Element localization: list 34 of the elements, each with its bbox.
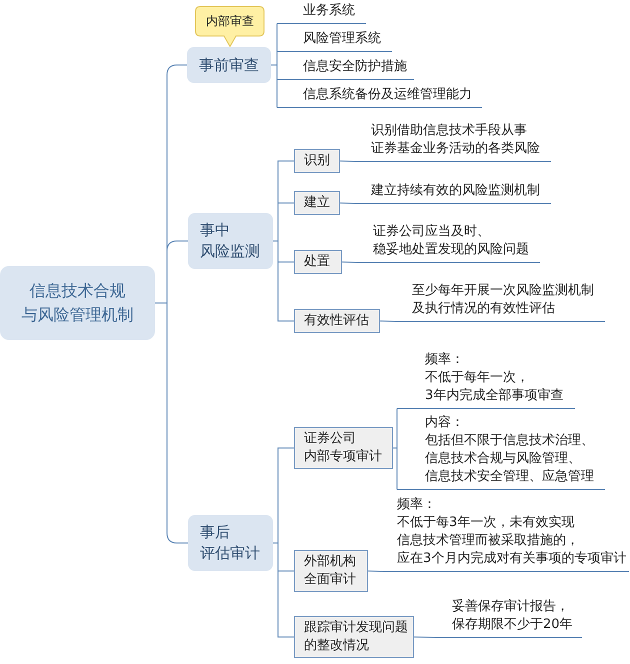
connector-line xyxy=(272,240,294,322)
connector-line xyxy=(154,302,188,544)
leaf-topic: 信息系统备份及运维管理能力 xyxy=(277,86,482,108)
subtopic-box: 有效性评估 xyxy=(294,309,380,333)
leaf-topic: 信息安全防护措施 xyxy=(277,58,414,80)
leaf-topic: 频率：不低于每3年一次，未有效实现信息技术管理而被采取措施的，应在3个月内完成对有关事项的专项审计 xyxy=(383,496,629,572)
leaf-topic: 至少每年开展一次风险监测机制及执行情况的有效性评估 xyxy=(396,282,605,322)
connector-line xyxy=(340,202,356,204)
connector-line xyxy=(380,320,396,322)
leaf-topic: 识别借助信息技术手段从事证券基金业务活动的各类风险 xyxy=(355,122,551,162)
leaf-topic: 证券公司应当及时、稳妥地处置发现的风险问题 xyxy=(357,223,540,263)
leaf-topic: 妥善保存审计报告，保存期限不少于20年 xyxy=(436,598,582,638)
subtopic-box: 建立 xyxy=(294,191,340,215)
connector-line xyxy=(272,542,294,638)
connector-line xyxy=(340,160,356,162)
subtopic-box: 处置 xyxy=(294,250,342,274)
leaf-topic: 内容：包括但不限于信息技术治理、信息技术合规与风险管理、信息技术安全管理、应急管理 xyxy=(397,414,605,490)
leaf-topic: 风险管理系统 xyxy=(277,30,392,52)
subtopic-box: 外部机构全面审计 xyxy=(294,550,368,592)
branch-topic: 事中风险监测 xyxy=(188,213,273,269)
branch-topic: 事前审查 xyxy=(187,47,271,83)
subtopic-box: 识别 xyxy=(294,149,340,173)
callout-note: 内部审查 xyxy=(195,6,265,47)
leaf-topic: 建立持续有效的风险监测机制 xyxy=(355,182,551,204)
connector-line xyxy=(270,64,278,108)
subtopic-box: 证券公司内部专项审计 xyxy=(294,427,393,469)
leaf-topic: 业务系统 xyxy=(277,2,366,24)
central-topic: 信息技术合规与风险管理机制 xyxy=(0,266,155,340)
connector-line xyxy=(414,636,436,638)
leaf-topic: 频率：不低于每年一次，3年内完成全部事项审查 xyxy=(397,351,575,409)
branch-topic: 事后评估审计 xyxy=(188,515,273,571)
connector-line xyxy=(368,570,384,572)
connector-line xyxy=(342,262,358,263)
subtopic-box: 跟踪审计发现问题的整改情况 xyxy=(294,616,414,658)
